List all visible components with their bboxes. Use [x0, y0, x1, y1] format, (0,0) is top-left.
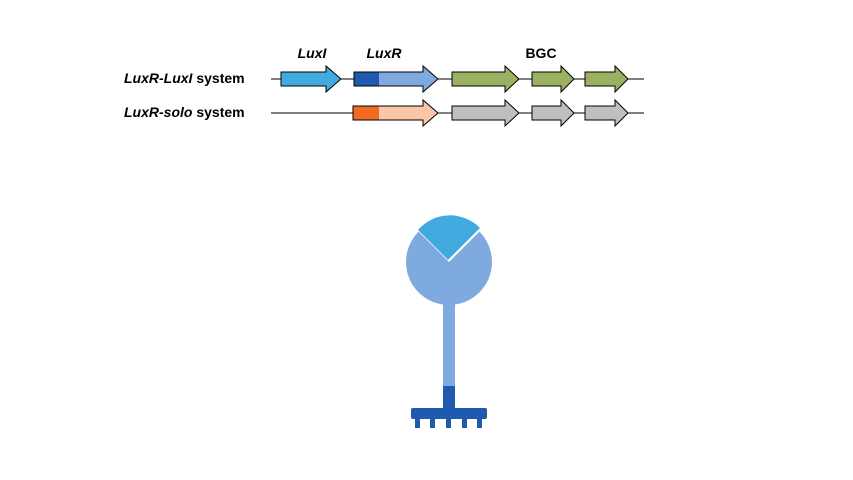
row-label-luxr-luxi-italic: LuxR-LuxI: [124, 70, 193, 86]
membrane-tick-2: [430, 418, 435, 428]
row-label-luxr-solo: LuxR-solo system: [124, 104, 245, 120]
row-label-luxr-solo-plain: system: [192, 104, 245, 120]
bgc-solo-gene-arrow-2: [531, 98, 575, 128]
luxr-receptor-illustration: [406, 212, 492, 428]
receptor-anchor: [443, 386, 455, 410]
bgc-solo-gene-arrow-1: [451, 98, 520, 128]
membrane-tick-4: [462, 418, 467, 428]
bgc-gene-arrow-3: [584, 64, 629, 94]
membrane-bar: [411, 408, 487, 419]
gene-label-bgc: BGC: [525, 45, 557, 61]
gene-label-luxr: LuxR: [366, 45, 402, 61]
row-label-luxr-luxi: LuxR-LuxI system: [124, 70, 245, 86]
membrane-tick-1: [415, 418, 420, 428]
bgc-gene-arrow-1: [451, 64, 520, 94]
receptor-ligand-wedge: [418, 215, 480, 260]
bgc-solo-gene-arrow-3: [584, 98, 629, 128]
gene-label-luxi: LuxI: [297, 45, 327, 61]
luxr-solo-gene-arrow: [352, 98, 439, 128]
receptor-stalk: [443, 300, 455, 390]
membrane-tick-3: [446, 418, 451, 428]
row-label-luxr-solo-italic: LuxR-solo: [124, 104, 193, 120]
luxi-gene-arrow: [280, 64, 342, 94]
membrane-tick-5: [477, 418, 482, 428]
bgc-gene-arrow-2: [531, 64, 575, 94]
row-label-luxr-luxi-plain: system: [192, 70, 245, 86]
luxr-gene-arrow: [353, 64, 439, 94]
